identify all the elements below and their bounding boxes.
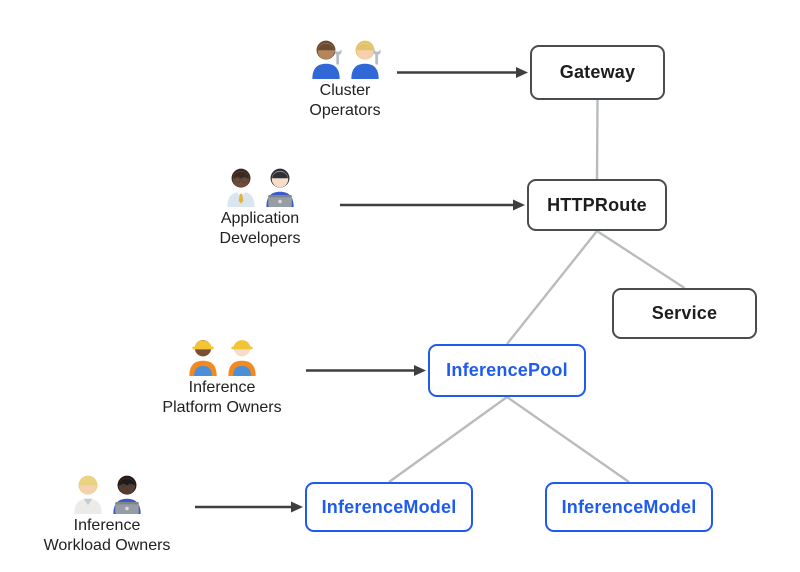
inference-platform-owners-icon bbox=[185, 334, 260, 376]
node-inferencemodel-right: InferenceModel bbox=[545, 482, 713, 532]
persona-label-line2: Platform Owners bbox=[162, 399, 282, 417]
node-httproute: HTTPRoute bbox=[527, 179, 667, 231]
persona-label-line2: Developers bbox=[219, 230, 301, 248]
cluster-operators-icon bbox=[308, 37, 383, 79]
persona-label-line2: Workload Owners bbox=[43, 537, 171, 555]
node-label: HTTPRoute bbox=[547, 194, 647, 215]
node-service: Service bbox=[612, 288, 757, 339]
persona-application-developers: Application Developers bbox=[165, 165, 355, 250]
node-label: Service bbox=[651, 303, 718, 323]
node-gateway: Gateway bbox=[530, 45, 665, 100]
persona-label-line1: Cluster bbox=[319, 82, 371, 99]
persona-inference-platform-owners: Inference Platform Owners bbox=[127, 334, 317, 419]
node-inferencepool: InferencePool bbox=[428, 344, 586, 397]
application-developers-icon bbox=[223, 165, 298, 207]
persona-label-line1: Inference bbox=[188, 379, 256, 396]
persona-label-line2: Operators bbox=[309, 102, 381, 120]
persona-label-line1: Inference bbox=[73, 517, 141, 534]
node-label: InferenceModel bbox=[561, 496, 697, 517]
node-inferencemodel-left: InferenceModel bbox=[305, 482, 473, 532]
persona-cluster-operators: Cluster Operators bbox=[250, 37, 440, 122]
persona-inference-workload-owners: Inference Workload Owners bbox=[12, 472, 202, 557]
node-label: InferenceModel bbox=[321, 496, 457, 517]
node-label: Gateway bbox=[559, 62, 636, 82]
inference-workload-owners-icon bbox=[70, 472, 145, 514]
persona-label-line1: Application bbox=[220, 210, 300, 227]
node-label: InferencePool bbox=[446, 360, 568, 380]
